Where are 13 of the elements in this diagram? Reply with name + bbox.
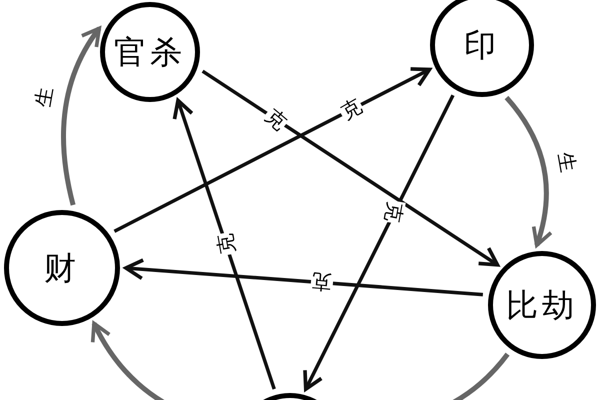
edge-label: 克 — [310, 270, 334, 293]
edge-label: 生 — [556, 150, 580, 175]
arrow — [202, 70, 500, 267]
element-name: 官杀 — [114, 32, 186, 73]
arrow — [61, 26, 102, 206]
arrow — [504, 96, 552, 248]
edge-label: 克 — [382, 199, 406, 224]
arrow — [114, 67, 432, 233]
arrow — [124, 258, 484, 296]
element-name: 财 — [44, 248, 80, 289]
element-name: 印 — [464, 25, 500, 66]
element-name: 比劫 — [506, 285, 578, 326]
edge-label: 克 — [214, 231, 238, 256]
